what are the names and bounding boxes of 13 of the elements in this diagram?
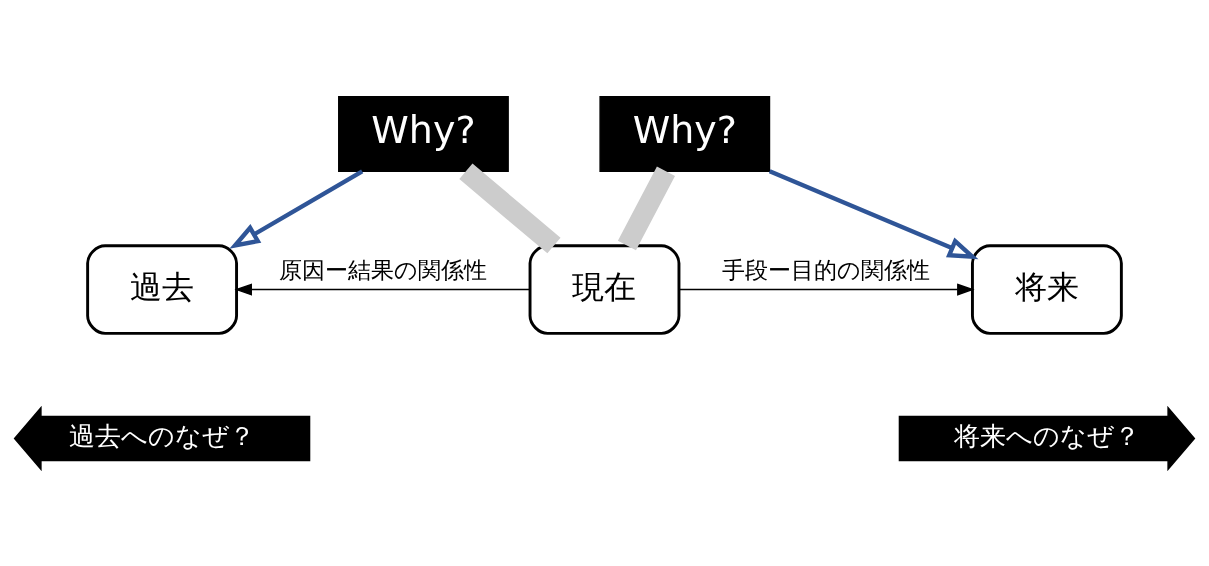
node-box: 将来 bbox=[971, 244, 1123, 335]
arrow bbox=[229, 169, 364, 249]
node-box: Why? bbox=[599, 96, 771, 173]
connector bbox=[459, 163, 561, 254]
node-box: 過去 bbox=[86, 244, 238, 335]
arrow bbox=[768, 169, 979, 260]
node-box: Why? bbox=[338, 96, 509, 173]
arrow bbox=[234, 283, 531, 296]
node-box: 現在 bbox=[528, 244, 681, 335]
arrow bbox=[678, 283, 975, 296]
edge-label: 手段ー目的の関係性 bbox=[721, 255, 930, 284]
connector bbox=[617, 166, 675, 251]
edge-label: 原因ー結果の関係性 bbox=[279, 255, 488, 284]
